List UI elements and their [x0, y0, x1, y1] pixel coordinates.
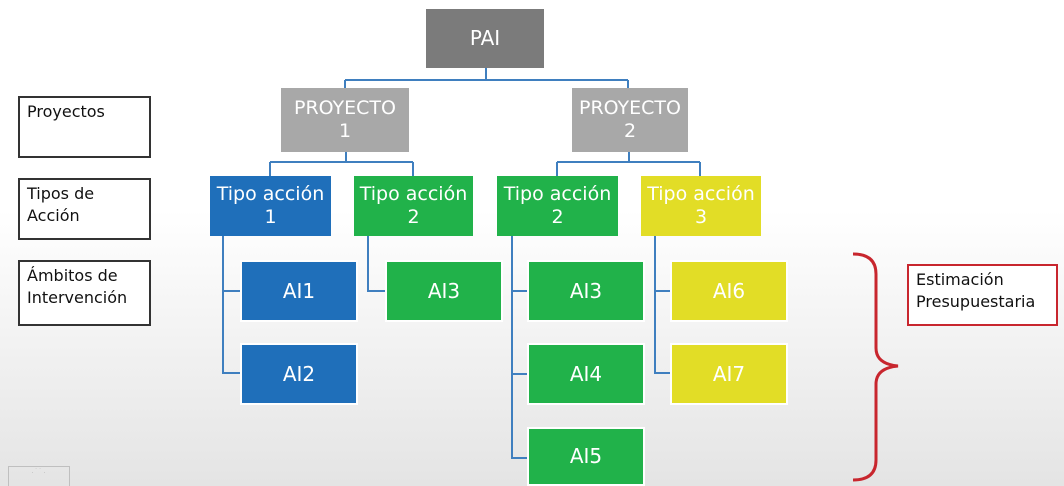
connector-root [344, 68, 629, 88]
connector-project-1 [269, 152, 414, 176]
intervention-ai2: AI2 [240, 343, 358, 405]
connector-type-2b [511, 236, 528, 459]
eu-emblem-icon: ·˙˙· [8, 466, 70, 486]
row-label-tipos-accion: Tipos de Acción [18, 178, 151, 240]
project-node-2: PROYECTO 2 [572, 88, 688, 152]
intervention-ai5: AI5 [527, 427, 645, 486]
intervention-ai3-project-1: AI3 [385, 260, 503, 322]
connector-type-1 [222, 236, 240, 374]
connector-lines [222, 68, 701, 459]
estimation-brace [852, 252, 899, 482]
row-label-ambitos: Ámbitos de Intervención [18, 260, 151, 326]
intervention-ai4: AI4 [527, 343, 645, 405]
action-type-2-project-1: Tipo acción 2 [354, 176, 473, 236]
row-label-proyectos: Proyectos [18, 96, 151, 158]
intervention-ai6: AI6 [670, 260, 788, 322]
intervention-ai7: AI7 [670, 343, 788, 405]
action-type-1: Tipo acción 1 [210, 176, 331, 236]
connector-type-3 [654, 236, 671, 374]
intervention-ai1: AI1 [240, 260, 358, 322]
project-node-1: PROYECTO 1 [281, 88, 409, 152]
action-type-3: Tipo acción 3 [641, 176, 761, 236]
intervention-ai3-project-2: AI3 [527, 260, 645, 322]
connector-type-2a [367, 236, 386, 292]
action-type-2-project-2: Tipo acción 2 [497, 176, 618, 236]
root-node: PAI [426, 9, 544, 68]
connector-project-2 [556, 152, 701, 176]
estimation-label: Estimación Presupuestaria [907, 264, 1058, 326]
